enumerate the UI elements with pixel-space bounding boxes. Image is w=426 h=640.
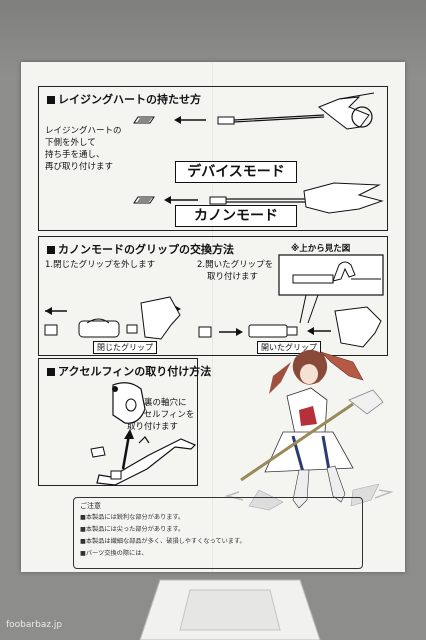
fin-attach-diagram — [90, 382, 197, 486]
section-title: アクセルフィンの取り付け方法 — [47, 363, 211, 379]
instruction-line: 足の裏の軸穴に — [127, 398, 187, 408]
section-title: カノンモードのグリップの交換方法 — [47, 241, 234, 257]
instruction-line: アクセルフィンを — [127, 410, 195, 420]
step-one-text: 1.閉じたグリップを外します — [45, 260, 156, 270]
character-figure — [224, 349, 394, 511]
caution-line: ■本製品は繊細な部品が多く、破損しやすくなっています。 — [80, 538, 246, 545]
watermark: foobarbaz.jp — [6, 620, 63, 630]
closed-grip-label: 閉じたグリップ — [93, 341, 157, 354]
caution-line: ■パーツ交換の際には、 — [80, 550, 148, 557]
caution-line: ■本製品には鋭利な部分があります。 — [80, 514, 185, 521]
instruction-sheet: レイジングハートの持たせ方 レイジングハートの 下側を外して 持ち手を通し、 再… — [21, 62, 405, 572]
instruction-line: 持ち手を通し、 — [45, 150, 105, 160]
display-stand — [139, 579, 321, 640]
grip-removal-diagram — [44, 296, 181, 340]
instruction-line: 下側を外して — [45, 138, 96, 148]
step-two-text: 取り付けます — [207, 272, 259, 282]
instruction-line: 取り付けます — [127, 422, 179, 432]
section-title: レイジングハートの持たせ方 — [47, 91, 201, 107]
staff-diagram-device — [133, 92, 375, 130]
instruction-line: レイジングハートの — [45, 126, 122, 136]
staff-diagram-cannon — [133, 182, 384, 214]
section-grip-exchange: カノンモードのグリップの交換方法 1.閉じたグリップを外します 2.開いたグリッ… — [38, 236, 388, 356]
top-view-diagram — [278, 254, 384, 296]
grip-attach-diagram — [198, 306, 382, 348]
top-view-note: ※上から見た図 — [291, 244, 351, 254]
top-view-pointer — [299, 294, 319, 324]
device-mode-label: デバイスモード — [175, 161, 297, 183]
section-holding-raising-heart: レイジングハートの持たせ方 レイジングハートの 下側を外して 持ち手を通し、 再… — [38, 86, 388, 231]
step-two-text: 2.開いたグリップを — [197, 260, 274, 270]
cannon-mode-label: カノンモード — [175, 205, 297, 227]
caution-line: ■本製品には尖った部分があります。 — [80, 526, 185, 533]
instruction-line: 再び取り付けます — [45, 162, 114, 172]
caution-title: ご注意 — [80, 502, 101, 510]
fold-line — [212, 62, 213, 572]
section-axel-fin: アクセルフィンの取り付け方法 足の裏の軸穴に アクセルフィンを 取り付けます — [38, 358, 211, 486]
caution-box: ご注意 ■本製品には鋭利な部分があります。 ■本製品には尖った部分があります。 … — [73, 497, 363, 569]
